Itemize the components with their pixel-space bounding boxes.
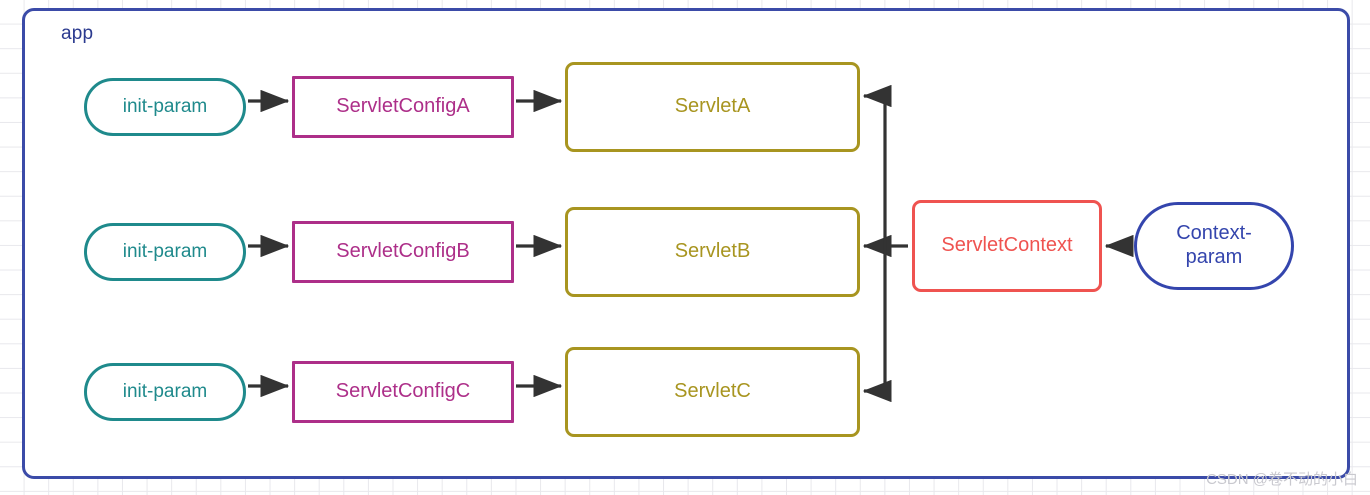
init-param-node-a[interactable]: init-param xyxy=(84,78,246,136)
servlet-a-node[interactable]: ServletA xyxy=(565,62,860,152)
servlet-c-node[interactable]: ServletC xyxy=(565,347,860,437)
servlet-config-c-node[interactable]: ServletConfigC xyxy=(292,361,514,423)
init-param-node-b[interactable]: init-param xyxy=(84,223,246,281)
watermark: CSDN @卷不动的小白 xyxy=(1206,471,1358,488)
app-label: app xyxy=(61,23,94,44)
servlet-config-a-node[interactable]: ServletConfigA xyxy=(292,76,514,138)
servlet-config-b-node[interactable]: ServletConfigB xyxy=(292,221,514,283)
servlet-b-node[interactable]: ServletB xyxy=(565,207,860,297)
context-param-node[interactable]: Context- param xyxy=(1134,202,1294,290)
servlet-context-node[interactable]: ServletContext xyxy=(912,200,1102,292)
init-param-node-c[interactable]: init-param xyxy=(84,363,246,421)
